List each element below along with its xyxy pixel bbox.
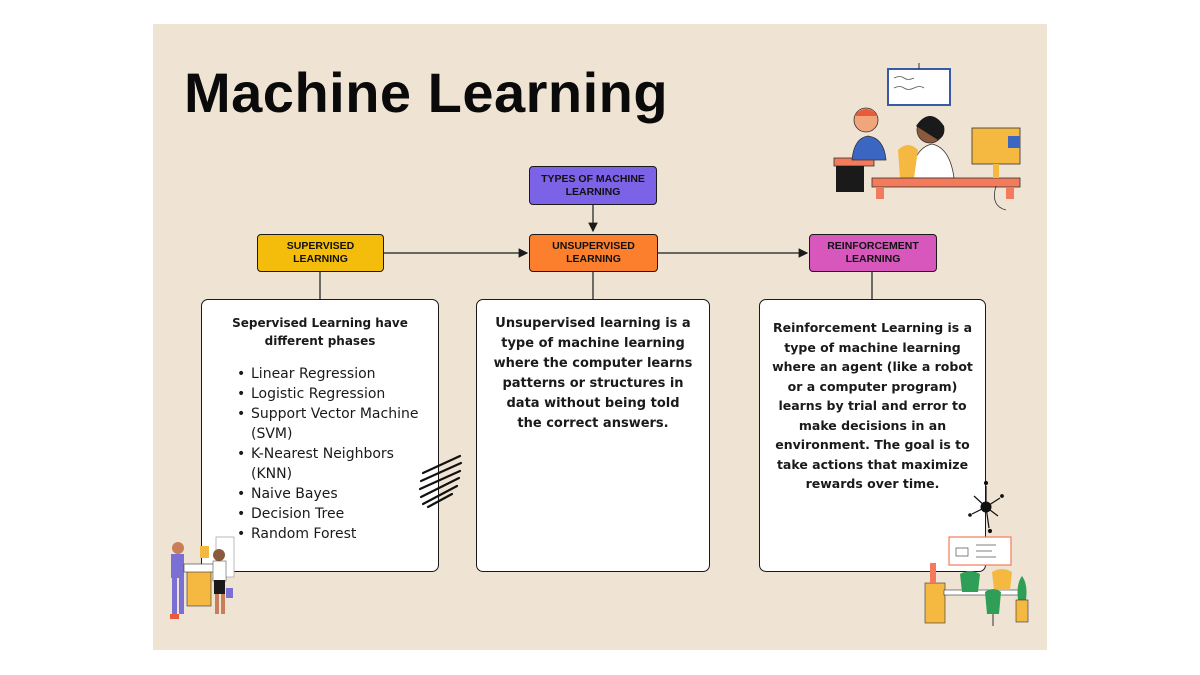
supervised-box-heading: Sepervised Learning have different phase… — [232, 316, 408, 348]
unsupervised-description: Unsupervised learning is a type of machi… — [493, 316, 693, 431]
list-item: Decision Tree — [237, 504, 438, 524]
node-types-label: TYPES OF MACHINE LEARNING — [541, 172, 645, 198]
list-item: Random Forest — [237, 524, 438, 544]
list-item: Naive Bayes — [237, 484, 438, 504]
reinforcement-box: Reinforcement Learning is a type of mach… — [759, 299, 986, 572]
reinforcement-description: Reinforcement Learning is a type of mach… — [772, 320, 973, 491]
list-item: Logistic Regression — [237, 384, 438, 404]
node-reinforcement-label: REINFORCEMENT LEARNING — [827, 240, 919, 265]
list-item: Linear Regression — [237, 364, 438, 384]
node-types-of-ml: TYPES OF MACHINE LEARNING — [529, 166, 657, 205]
node-unsupervised: UNSUPERVISED LEARNING — [529, 234, 658, 272]
node-unsupervised-label: UNSUPERVISED LEARNING — [552, 240, 635, 265]
node-reinforcement: REINFORCEMENT LEARNING — [809, 234, 937, 272]
supervised-box: Sepervised Learning have different phase… — [201, 299, 439, 572]
list-item: K-Nearest Neighbors (KNN) — [237, 444, 438, 484]
algorithm-list: Linear Regression Logistic Regression Su… — [202, 364, 438, 544]
node-supervised-label: SUPERVISED LEARNING — [286, 240, 355, 265]
node-supervised: SUPERVISED LEARNING — [257, 234, 384, 272]
list-item: Support Vector Machine (SVM) — [237, 404, 438, 444]
page-title: Machine Learning — [184, 61, 669, 124]
unsupervised-box: Unsupervised learning is a type of machi… — [476, 299, 710, 572]
